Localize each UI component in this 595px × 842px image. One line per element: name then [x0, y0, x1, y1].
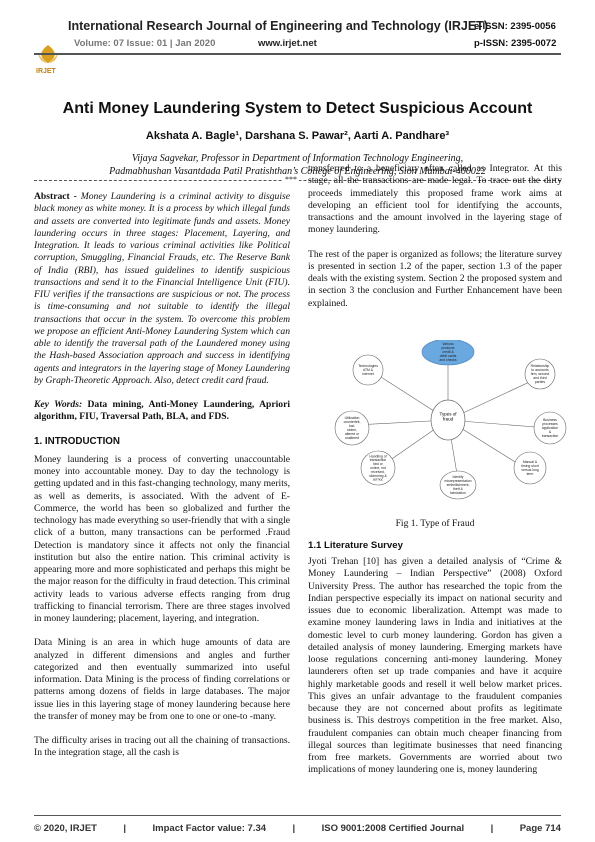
abstract-text: Money Laundering is a criminal activity …	[34, 191, 290, 386]
issn-p: p-ISSN: 2395-0072	[474, 38, 557, 49]
paper-title: Anti Money Laundering System to Detect S…	[62, 100, 533, 117]
footer-separator: |	[292, 823, 296, 834]
footer-page-number: Page 714	[519, 823, 561, 834]
keywords-text: Data mining, Anti-Money Laundering, Apri…	[34, 399, 290, 423]
intro-paragraph-2: Data Mining is an area in which huge amo…	[34, 637, 290, 722]
right-paragraph-2: The rest of the paper is organized as fo…	[308, 248, 562, 309]
footer-separator: |	[123, 823, 127, 834]
issn-e: e-ISSN: 2395-0056	[474, 21, 556, 32]
footer-copyright: © 2020, IRJET	[34, 823, 97, 834]
keywords: Key Words: Data mining, Anti-Money Laund…	[34, 399, 290, 424]
left-column: Abstract - Money Laundering is a crimina…	[34, 191, 290, 760]
literature-survey-heading: 1.1 Literature Survey	[308, 540, 403, 551]
intro-heading: 1. INTRODUCTION	[34, 435, 120, 447]
right-paragraph-1: transferred to a beneficiary often calle…	[308, 163, 562, 236]
journal-website[interactable]: www.irjet.net	[258, 38, 317, 49]
footer-iso: ISO 9001:2008 Certified Journal	[321, 823, 465, 834]
keywords-label: Key Words:	[34, 399, 83, 410]
abstract: Abstract - Money Laundering is a crimina…	[34, 191, 290, 387]
figure-caption: Fig 1. Type of Fraud	[395, 518, 475, 529]
header-rule	[34, 53, 561, 55]
footer-impact-factor: Impact Factor value: 7.34	[152, 823, 267, 834]
separator-stars: ***	[283, 175, 299, 184]
logo-text: IRJET	[36, 68, 56, 75]
irjet-logo	[34, 43, 62, 83]
intro-paragraph-3: The difficulty arises in tracing out all…	[34, 735, 290, 759]
abstract-label: Abstract -	[34, 191, 77, 202]
affiliation-line-1: Vijaya Sagvekar, Professor in Department…	[131, 153, 464, 164]
authors: Akshata A. Bagle¹, Darshana S. Pawar², A…	[145, 130, 450, 142]
center-node	[430, 399, 466, 441]
affiliation-line-2: Padmabhushan Vasantdada Patil Pratishtha…	[109, 166, 486, 177]
right-column-bottom: Jyoti Trehan [10] has given a detailed a…	[308, 556, 562, 777]
intro-paragraph-1: Money laundering is a process of convert…	[34, 453, 290, 624]
footer-separator: |	[490, 823, 494, 834]
volume-issue: Volume: 07 Issue: 01 | Jan 2020	[74, 38, 216, 49]
literature-paragraph-1: Jyoti Trehan [10] has given a detailed a…	[308, 556, 562, 776]
footer-rule	[34, 815, 561, 816]
journal-title: International Research Journal of Engine…	[68, 19, 488, 33]
footer: © 2020, IRJET | Impact Factor value: 7.3…	[34, 823, 561, 834]
right-column-top: transferred to a beneficiary often calle…	[308, 163, 562, 310]
